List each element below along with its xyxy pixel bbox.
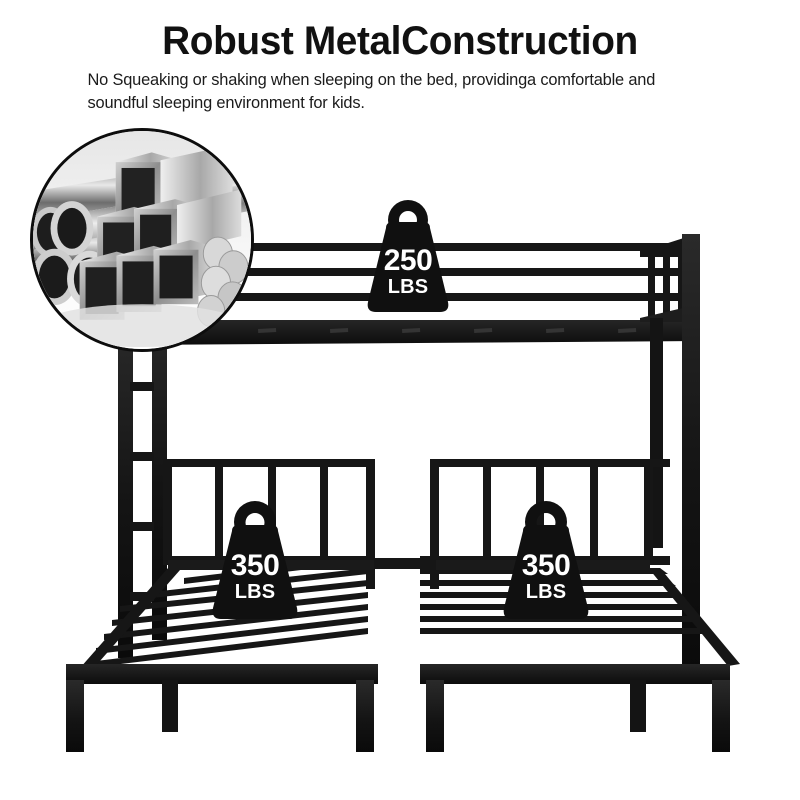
upper-headboard-rail [640,250,698,257]
weight-value: 350 [522,549,571,582]
upper-right-inner-post [650,318,663,548]
right-bed-headboard-bar [483,463,491,558]
left-bed-front-rail [66,664,378,684]
bed-frame [66,234,740,752]
center-link-bar [374,558,440,569]
page-title: Robust MetalConstruction [162,19,638,63]
weight-unit: LBS [235,581,276,603]
weight-body-icon [367,222,449,312]
ladder-outer-post [118,318,133,658]
ladder-rung [130,452,154,461]
metal-tubes-graphic [33,131,251,349]
left-bed-side-rail [80,568,180,670]
upper-headboard-bar [678,247,685,319]
right-bed-mid-leg [630,680,646,732]
ladder-rung [130,592,154,601]
header: Robust MetalConstruction No Squeaking or… [0,0,800,116]
weight-value: 350 [231,549,280,582]
upper-right-corner-post [682,234,700,674]
weight-unit: LBS [388,276,429,298]
weight-badge-top-bunk: 250 LBS [352,198,464,316]
right-bed-headboard-top-rail [430,459,670,467]
left-bed-front-leg [66,680,84,752]
weight-icon: 350 LBS [503,501,589,619]
upper-headboard-bar [648,247,655,319]
weight-body-icon [503,525,589,619]
weight-unit: LBS [526,581,567,603]
left-bed-mid-leg [162,680,178,732]
center-connector [374,558,440,569]
inset-floor-shadow [40,304,244,348]
weight-icon: 350 LBS [212,501,298,619]
weight-badge-lower-right: 350 LBS [487,499,605,623]
right-bed-side-rail [650,568,740,666]
page-subtitle: No Squeaking or shaking when sleeping on… [87,71,656,113]
ladder-rung [130,382,154,391]
weight-badge-lower-left: 350 LBS [196,499,314,623]
right-bed-front-leg [712,680,730,752]
left-bed-headboard-bar [215,463,223,558]
upper-headboard-bar [663,247,670,319]
square-tubes-group [79,144,242,320]
right-bed-headboard-bar [590,463,598,558]
right-bed-headboard-post [430,459,439,589]
weight-icon: 250 LBS [367,200,449,312]
right-bed-front-rail [420,664,730,684]
right-bed-headboard-post [644,459,653,565]
left-bed-headboard-post [163,459,172,565]
left-bed-headboard-post [366,459,375,589]
weight-body-icon [212,525,298,619]
metal-tubes-inset [30,128,254,352]
ladder-rung [130,522,154,531]
right-bed-left-leg [426,680,444,752]
left-bed-right-leg [356,680,374,752]
left-bed-headboard-bar [320,463,328,558]
weight-value: 250 [384,244,433,277]
